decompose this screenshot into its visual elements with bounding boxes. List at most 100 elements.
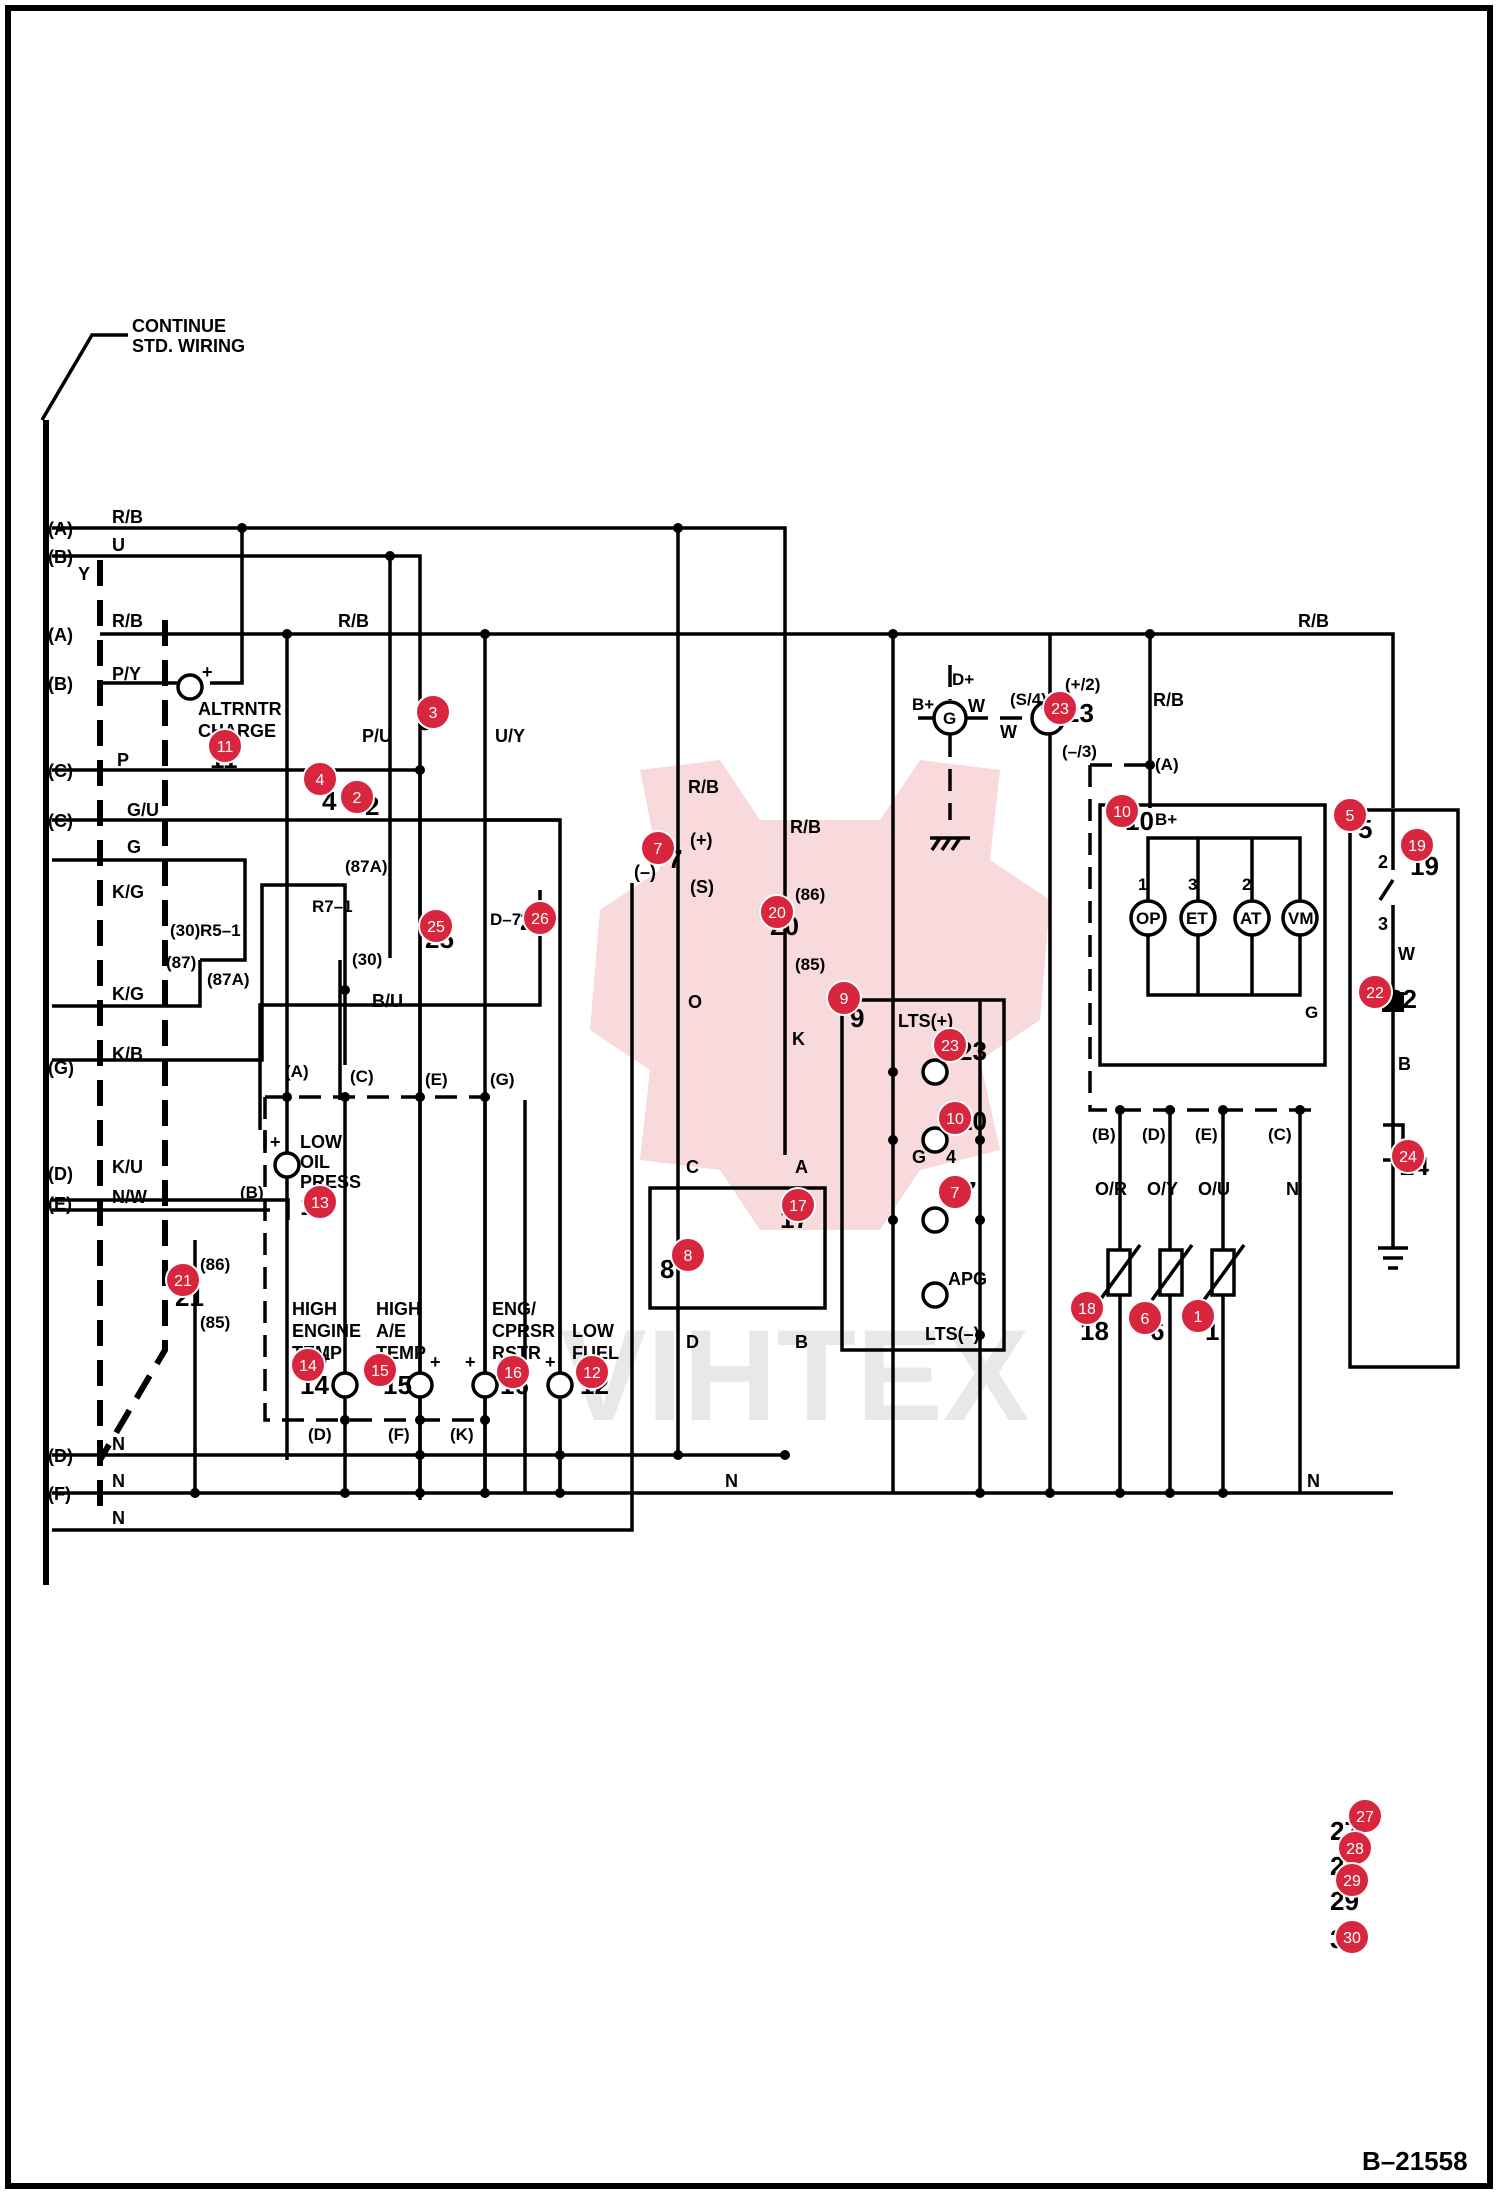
pin-c-1: (C) — [48, 761, 73, 781]
w-py: P/Y — [112, 664, 141, 684]
gauge-box-bplus: B+ — [1155, 810, 1177, 829]
relay-86-2: (86) — [200, 1255, 230, 1274]
marker-27: 27 — [1347, 1798, 1383, 1834]
svg-text:14: 14 — [299, 1358, 317, 1375]
svg-text:16: 16 — [504, 1365, 522, 1382]
svg-text:4: 4 — [316, 772, 325, 789]
gauge-at-label: AT — [1240, 909, 1262, 928]
w-n-4: N — [725, 1471, 738, 1491]
svg-text:3: 3 — [429, 705, 438, 722]
svg-text:6: 6 — [1141, 1311, 1150, 1328]
w-pu: P/U — [362, 726, 392, 746]
relay-d7: D–7 — [490, 910, 521, 929]
w-ou: O/U — [1198, 1179, 1230, 1199]
svg-text:17: 17 — [789, 1198, 807, 1215]
svg-text:24: 24 — [1399, 1149, 1417, 1166]
w-kg-2: K/G — [112, 984, 144, 1004]
marker-14: 14 — [290, 1347, 326, 1383]
relay-r7: R7–1 — [312, 897, 353, 916]
label-lamp-cprsr-plus: + — [465, 1352, 476, 1372]
pin-gauge-d: (D) — [1142, 1125, 1166, 1144]
w-w-1: W — [968, 696, 985, 716]
pin-harness-b: (B) — [240, 1183, 264, 1202]
w-n-6: N — [1286, 1179, 1299, 1199]
w-kb: K/B — [112, 1044, 143, 1064]
label-low-fuel-1: LOW — [572, 1321, 614, 1341]
plus-charge: + — [202, 662, 213, 682]
relay-87: (87) — [166, 953, 196, 972]
svg-text:21: 21 — [174, 1273, 192, 1290]
pin-a-2: (A) — [48, 625, 73, 645]
pin-g-1: (G) — [48, 1058, 74, 1078]
svg-text:7: 7 — [951, 1185, 960, 1202]
w-w-2: W — [1000, 722, 1017, 742]
marker-24: 24 — [1390, 1138, 1426, 1174]
w-w-3: W — [1398, 944, 1415, 964]
label-relay-b: B — [795, 1332, 808, 1352]
label-lts-4: 4 — [946, 1147, 956, 1167]
label-high-eng-1: HIGH — [292, 1299, 337, 1319]
continue-note: CONTINUE STD. WIRING — [40, 316, 245, 421]
marker-3: 3 — [415, 694, 451, 730]
svg-text:29: 29 — [1343, 1873, 1361, 1890]
pin-harness-g: (G) — [490, 1070, 515, 1089]
label-high-eng-2: ENGINE — [292, 1321, 361, 1341]
label-sender-minus: (–) — [634, 862, 656, 882]
marker-20: 20 — [759, 894, 795, 930]
callout-markers: 1 2 3 4 5 6 7 7 8 9 10 10 11 12 13 14 15… — [165, 690, 1435, 1955]
marker-23a: 23 — [1042, 690, 1078, 726]
pin-labels: (87A) R7–1 (30) (30) R5–1 (87) (87A) D–7… — [166, 675, 1292, 1444]
ref-22: 22 — [1388, 984, 1417, 1014]
marker-19: 19 — [1399, 827, 1435, 863]
relay-86-1: (86) — [795, 885, 825, 904]
pin-harness-d: (D) — [308, 1425, 332, 1444]
label-relay-c: C — [686, 1157, 699, 1177]
marker-26: 26 — [522, 900, 558, 936]
svg-text:27: 27 — [1356, 1809, 1374, 1826]
marker-16: 16 — [495, 1354, 531, 1390]
marker-22: 22 — [1357, 974, 1393, 1010]
marker-1: 1 — [1180, 1298, 1216, 1334]
w-rb-3: R/B — [338, 611, 369, 631]
w-rb-5: R/B — [688, 777, 719, 797]
w-gu: G/U — [127, 800, 159, 820]
pin-reg-p2: (+/2) — [1065, 675, 1100, 694]
pin-d-2: (D) — [48, 1446, 73, 1466]
gauges: OP ET AT VM 1 3 2 B+ G — [1129, 810, 1319, 1022]
pin-a-1: (A) — [48, 519, 73, 539]
left-connector-labels: (A) (B) (A) (B) (C) (C) (G) (D) (E) (D) … — [48, 519, 74, 1504]
generator-g: G — [943, 709, 956, 728]
relay-87a-2: (87A) — [207, 970, 250, 989]
lts-lamp-1-icon — [921, 1058, 949, 1086]
marker-5: 5 — [1332, 797, 1368, 833]
w-uy: U/Y — [495, 726, 525, 746]
switches — [1378, 810, 1408, 1270]
marker-13: 13 — [302, 1184, 338, 1220]
label-sender-s: (S) — [690, 877, 714, 897]
marker-11: 11 — [207, 728, 243, 764]
ae-temp-lamp-icon — [406, 1371, 434, 1399]
marker-6: 6 — [1127, 1300, 1163, 1336]
gauge-et-label: ET — [1186, 909, 1208, 928]
w-n-3: N — [112, 1508, 125, 1528]
marker-21: 21 — [165, 1262, 201, 1298]
marker-7b: 7 — [937, 1174, 973, 1210]
relay-r5: R5–1 — [200, 921, 241, 940]
w-b: B — [1398, 1054, 1411, 1074]
svg-text:30: 30 — [1343, 1930, 1361, 1947]
pin-c-2: (C) — [48, 811, 73, 831]
sensors — [1098, 1243, 1246, 1302]
label-sender-plus: (+) — [690, 830, 713, 850]
w-n-5: N — [1307, 1471, 1320, 1491]
label-lamp-ae-plus: + — [430, 1352, 441, 1372]
gen-bplus-label: B+ — [912, 695, 934, 714]
pin-harness-a: (A) — [285, 1062, 309, 1081]
label-apg: APG — [948, 1269, 987, 1289]
svg-text:23: 23 — [1051, 701, 1069, 718]
svg-text:8: 8 — [684, 1248, 693, 1265]
gauge-panel-box — [1098, 803, 1327, 1067]
label-high-ae-2: A/E — [376, 1321, 406, 1341]
w-n-1: N — [112, 1434, 125, 1454]
relay-85-1: (85) — [795, 955, 825, 974]
